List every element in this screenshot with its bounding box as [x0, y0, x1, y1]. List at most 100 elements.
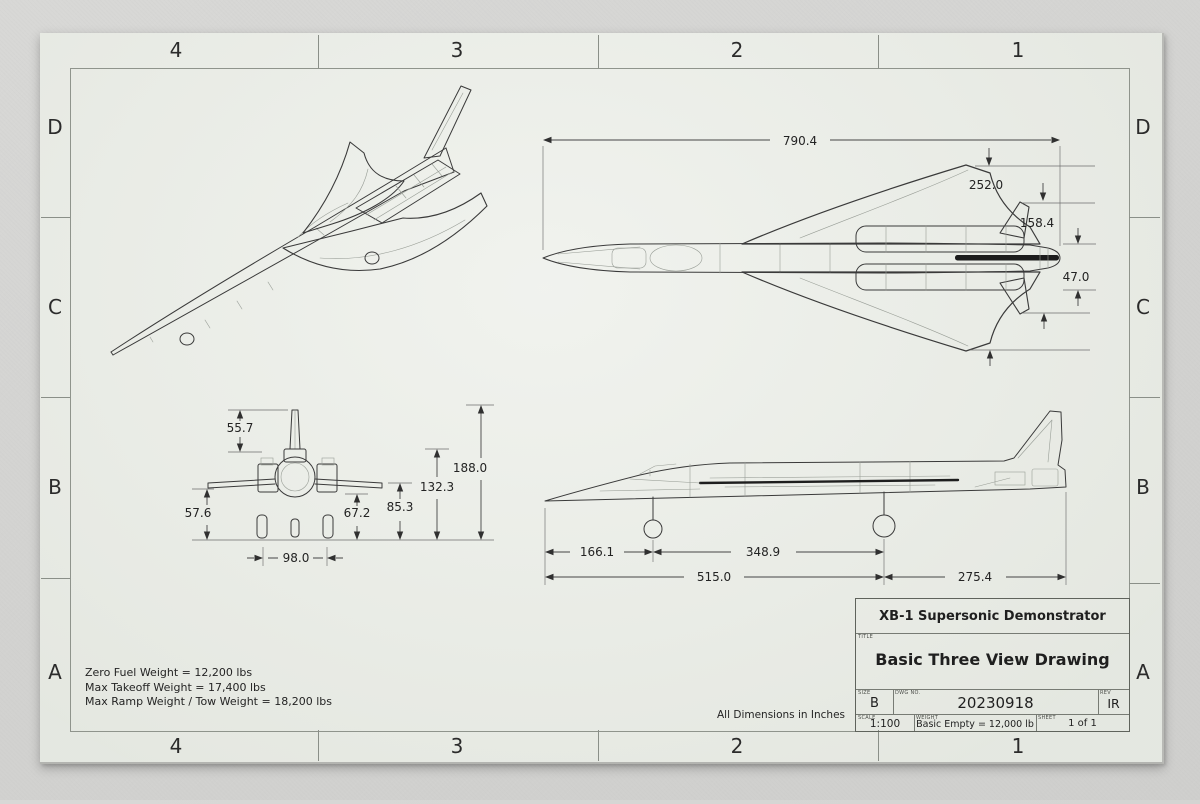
front-tire-center — [290, 518, 300, 538]
weight-value: Basic Empty = 12,000 lb — [916, 719, 1034, 730]
plan-wing-upper — [741, 164, 1041, 245]
arrowhead — [1039, 192, 1047, 201]
zone-label-left-B: B — [48, 475, 62, 499]
zone-label-bottom-2: 2 — [730, 734, 744, 758]
dim-stem — [989, 321, 1045, 366]
side-fin-line — [1017, 419, 1053, 463]
zone-tick — [1129, 217, 1160, 218]
zone-tick — [878, 35, 879, 68]
arrowhead — [644, 548, 653, 556]
zone-label-right-C: C — [1136, 295, 1150, 319]
extension-line — [544, 492, 1067, 585]
note-line: Max Takeoff Weight = 17,400 lbs — [85, 680, 266, 694]
side-rear-detail — [1031, 468, 1059, 487]
drawing-sheet — [40, 33, 1164, 764]
iso-panel-line — [267, 281, 274, 291]
front-fin-base — [283, 448, 307, 463]
dim-label: 188.0 — [453, 461, 487, 475]
rev-value: IR — [1107, 696, 1120, 711]
iso-wheel-mark — [179, 332, 195, 346]
front-intake-tab — [260, 457, 274, 466]
iso-far-wing — [302, 141, 405, 234]
front-tire-left — [256, 514, 268, 539]
zone-tick — [598, 35, 599, 68]
arrowhead — [236, 410, 244, 419]
iso-fin-line — [431, 92, 464, 151]
arrowhead — [327, 554, 336, 562]
arrowhead — [203, 489, 211, 498]
dim-label: 158.4 — [1020, 216, 1054, 230]
dim-label: 55.7 — [227, 421, 254, 435]
plan-canopy — [649, 244, 703, 272]
weight-label: WEIGHT — [916, 715, 939, 721]
iso-canopy — [297, 202, 349, 238]
company-name: XB-1 Supersonic Demonstrator — [856, 599, 1129, 634]
plan-canopy-frame — [611, 247, 647, 269]
side-wing-line — [709, 475, 951, 488]
iso-vertical-fin — [423, 85, 472, 159]
zone-label-top-3: 3 — [450, 38, 464, 62]
arrowhead — [353, 531, 361, 540]
arrowhead — [477, 405, 485, 414]
title-label: TITLE — [858, 634, 874, 640]
weight-cell: WEIGHT Basic Empty = 12,000 lb — [914, 714, 1037, 731]
arrowhead — [1040, 313, 1048, 322]
arrowhead — [433, 449, 441, 458]
size-label: SIZE — [858, 690, 871, 696]
arrowhead — [1057, 573, 1066, 581]
zone-label-left-A: A — [48, 660, 62, 684]
arrowhead — [1074, 290, 1082, 299]
title-block: XB-1 Supersonic Demonstrator TITLE Basic… — [855, 598, 1130, 732]
plan-nacelle-divider — [885, 263, 1007, 291]
iso-nacelle — [355, 159, 461, 224]
zone-label-bottom-3: 3 — [450, 734, 464, 758]
iso-windshield — [315, 227, 325, 236]
scale-value: 1:100 — [869, 718, 901, 730]
front-intake-right — [316, 463, 338, 493]
plan-tail-detail — [1039, 246, 1049, 270]
dim-label: 515.0 — [697, 570, 731, 584]
dim-label: 275.4 — [958, 570, 992, 584]
iso-wheel-mark — [364, 251, 380, 265]
arrowhead — [433, 531, 441, 540]
weight-notes: Zero Fuel Weight = 12,200 lbs Max Takeof… — [85, 666, 332, 710]
dwg-no-cell: DWG NO. 20230918 — [893, 689, 1099, 714]
plan-stab-upper — [999, 201, 1030, 239]
zone-tick — [41, 397, 70, 398]
side-view: 166.1 348.9 515.0 275.4 — [544, 410, 1067, 585]
extension-line — [542, 146, 1061, 250]
arrowhead — [1074, 235, 1082, 244]
scale-label: SCALE — [858, 715, 876, 721]
iso-tail-end — [445, 147, 455, 173]
arrowhead — [545, 548, 554, 556]
plan-wing-lower-line — [799, 277, 969, 347]
dim-label: 98.0 — [283, 551, 310, 565]
zone-label-top-1: 1 — [1011, 38, 1025, 62]
dim-label: 67.2 — [344, 506, 371, 520]
arrowhead — [875, 573, 884, 581]
dim-label: 57.6 — [185, 506, 212, 520]
arrowhead — [254, 554, 263, 562]
size-dwgno-rev-row: SIZE B DWG NO. 20230918 REV IR — [856, 689, 1129, 715]
plan-nacelle-upper — [855, 225, 1025, 253]
zone-label-left-C: C — [48, 295, 62, 319]
plan-stab-lower — [999, 277, 1030, 315]
iso-nose — [110, 351, 114, 356]
iso-panel-line — [204, 319, 211, 329]
front-intake-left — [257, 463, 279, 493]
zone-label-right-B: B — [1136, 475, 1150, 499]
plan-center-stripe — [955, 255, 1059, 261]
side-nose-gear-wheel — [643, 519, 663, 539]
zone-tick — [41, 217, 70, 218]
side-main-gear-wheel — [872, 514, 896, 538]
extension-line — [262, 547, 328, 566]
plan-wing-upper-line — [799, 169, 969, 239]
arrowhead — [545, 573, 554, 581]
iso-panel-line — [236, 300, 243, 310]
iso-nacelle-tick — [413, 174, 425, 188]
side-station-line — [689, 460, 911, 498]
dwg-no-label: DWG NO. — [895, 690, 921, 696]
iso-nacelle-tick — [395, 185, 407, 199]
arrowhead — [396, 531, 404, 540]
